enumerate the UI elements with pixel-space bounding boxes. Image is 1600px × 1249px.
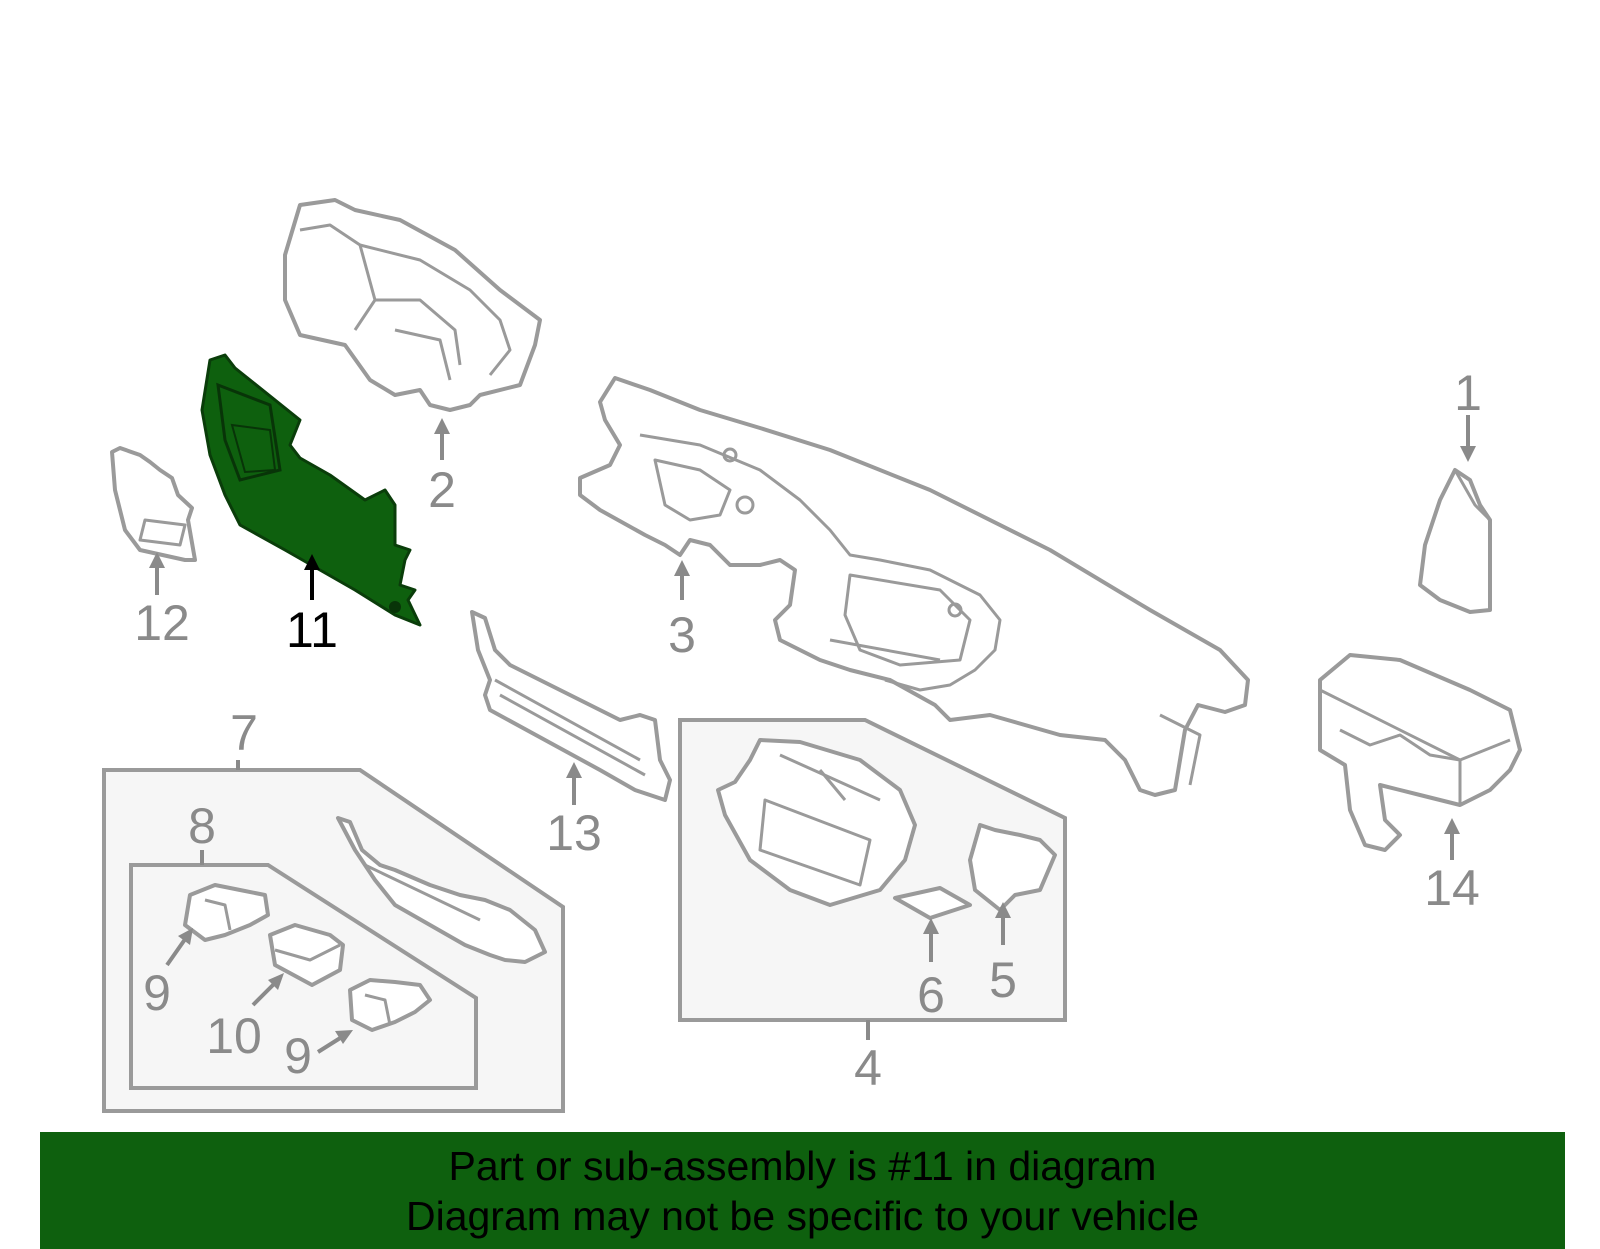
arrow-1 [1460, 446, 1476, 462]
label-9b: 9 [284, 1028, 312, 1084]
label-1: 1 [1454, 365, 1482, 421]
arrow-9a [178, 928, 193, 945]
part-1-airbag-cover[interactable] [1418, 468, 1492, 614]
label-5: 5 [989, 952, 1017, 1008]
part-2-cluster-housing[interactable] [283, 198, 542, 412]
part-4-center-panel[interactable] [716, 738, 917, 907]
banner-line-1: Part or sub-assembly is #11 in diagram [448, 1142, 1157, 1189]
arrow-3 [674, 560, 690, 576]
label-7: 7 [230, 705, 258, 761]
arrow-11 [304, 554, 320, 570]
part-9-switch-b[interactable] [348, 978, 432, 1032]
info-banner: Part or sub-assembly is #11 in diagram D… [40, 1132, 1565, 1249]
label-4: 4 [854, 1040, 882, 1096]
banner-line-2: Diagram may not be specific to your vehi… [405, 1192, 1199, 1239]
label-12: 12 [134, 595, 190, 651]
part-12-side-cover[interactable] [110, 446, 197, 562]
label-9a: 9 [143, 965, 171, 1021]
arrow-12 [149, 552, 165, 568]
arrow-5 [995, 902, 1011, 918]
label-3: 3 [668, 607, 696, 663]
arrow-6 [923, 918, 939, 934]
part-6-pad[interactable] [893, 886, 972, 920]
label-8: 8 [188, 798, 216, 854]
arrow-2 [434, 418, 450, 434]
arrow-10 [268, 973, 284, 990]
label-6: 6 [917, 967, 945, 1023]
label-2: 2 [428, 462, 456, 518]
part-14-airbag-module[interactable] [1318, 653, 1522, 852]
part-11-knee-panel[interactable] [200, 353, 422, 627]
arrow-9b [335, 1030, 353, 1044]
part-9-switch-a[interactable] [183, 883, 270, 942]
arrow-14 [1444, 818, 1460, 834]
arrow-13 [566, 762, 582, 778]
part-13-reinforcement[interactable] [470, 610, 672, 802]
label-14: 14 [1424, 860, 1480, 916]
label-11: 11 [286, 602, 338, 658]
part-7-switch-panel[interactable] [336, 816, 547, 964]
part-10-socket[interactable] [268, 923, 345, 987]
label-10: 10 [206, 1008, 262, 1064]
part-3-instrument-panel[interactable] [578, 376, 1250, 797]
label-13: 13 [546, 805, 602, 861]
part-5-bracket[interactable] [968, 823, 1057, 912]
